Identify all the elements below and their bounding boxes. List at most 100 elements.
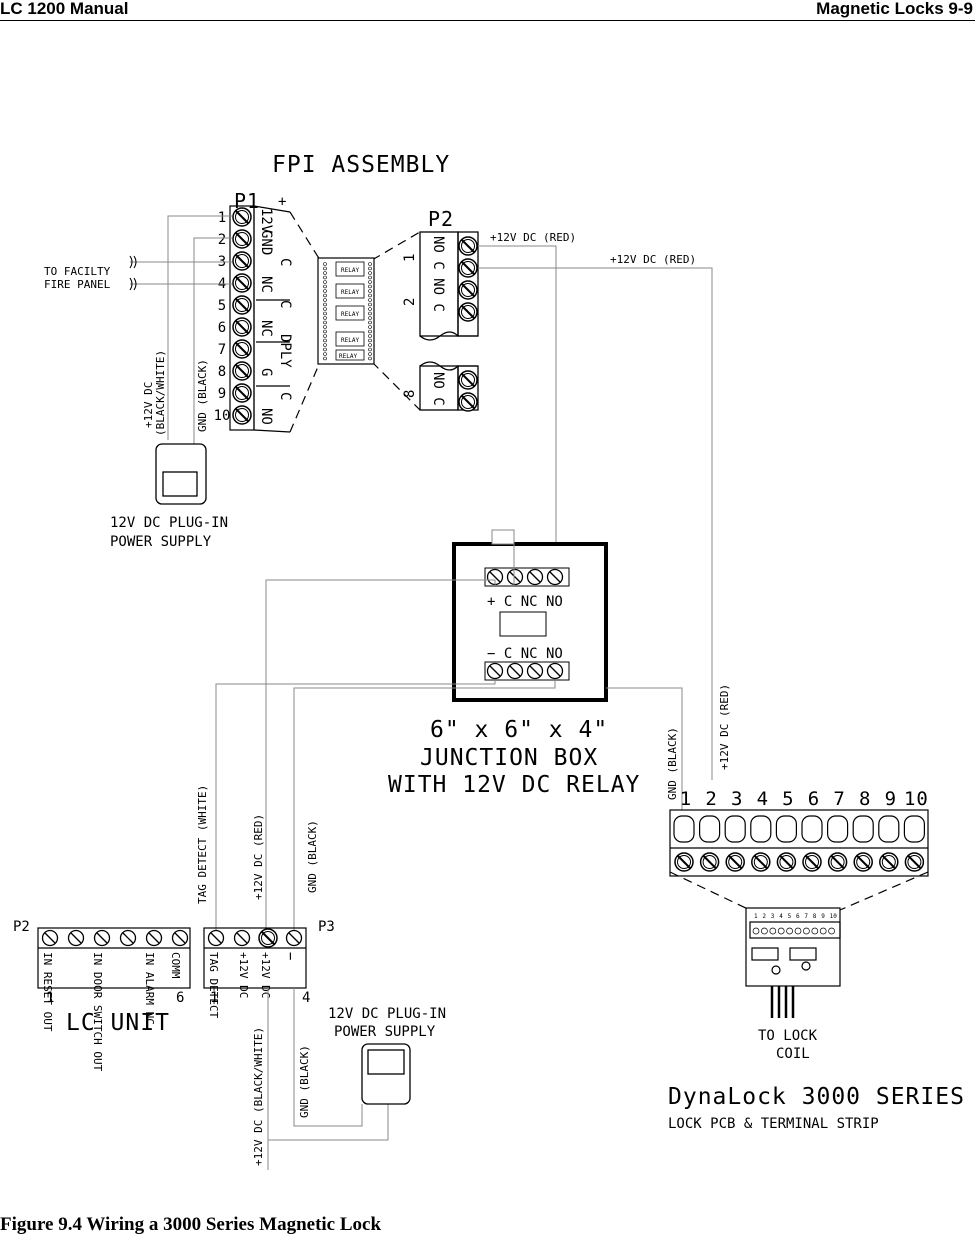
board-pin <box>368 262 372 266</box>
board-pin <box>323 307 327 311</box>
wire-red-2-label: +12V DC (RED) <box>610 253 696 266</box>
junction-screws <box>484 567 570 681</box>
lock-terminal-screw <box>699 852 720 872</box>
pcb-screw <box>794 927 802 935</box>
board-pin <box>368 343 372 347</box>
board-pin <box>368 338 372 343</box>
lc-power-supply <box>361 1043 411 1105</box>
board-pin <box>323 347 327 352</box>
board-pin <box>323 271 327 275</box>
fpi-red-wires <box>478 245 713 780</box>
board-pin <box>323 298 327 302</box>
junction-title-2: JUNCTION BOX <box>420 745 598 771</box>
board-pin <box>368 289 372 293</box>
lock-terminal-screw <box>853 852 874 872</box>
board-pin <box>323 262 327 266</box>
junction-bottom-labels: − C NC NO <box>487 646 563 662</box>
fpi-board: RELAY RELAY RELAY RELAY RELAY <box>317 257 375 365</box>
p2-bot-labels: NO C <box>430 372 446 406</box>
lc-psu-wires <box>267 988 389 1170</box>
board-pin <box>368 280 372 284</box>
pcb-screw <box>811 927 819 935</box>
lock-terminals <box>673 815 926 872</box>
p1-label-g: G <box>258 368 274 376</box>
board-pin <box>323 311 327 316</box>
board-pin <box>368 293 372 298</box>
p1-screw <box>232 339 252 359</box>
p1-screw <box>232 405 252 425</box>
lock-terminal-number: 7 <box>833 788 845 810</box>
board-pin <box>368 352 372 356</box>
p1-screw <box>232 295 252 315</box>
board-pin <box>323 293 327 298</box>
p1-label-c3: C <box>277 392 293 400</box>
lock-terminal-cap <box>801 815 823 843</box>
to-facility-label: TO FACILTY <box>44 265 111 278</box>
lc-p2-terminal-block <box>37 927 191 989</box>
fpi-wire-bw-label: +12V DC <box>142 382 155 428</box>
lc-p3-label-4: − <box>282 952 298 960</box>
lock-terminal-number: 4 <box>757 788 769 810</box>
lc-p3-label-3: +12V DC <box>259 952 272 998</box>
lock-wire-red-label: +12V DC (RED) <box>718 684 731 770</box>
pcb-screw <box>752 927 760 935</box>
fpi-wire-bw2-label: (BLACK/WHITE) <box>154 350 167 436</box>
lc-p3-num-4: 4 <box>302 990 310 1006</box>
board-pin <box>323 356 327 361</box>
board-pin <box>368 298 372 302</box>
board-pin <box>323 320 327 325</box>
board-pin <box>368 307 372 311</box>
lock-coil-wires <box>770 986 795 1018</box>
lc-p3-label-2: +12V DC <box>237 952 250 998</box>
pcb-screw <box>777 927 785 935</box>
lc-p3-label: P3 <box>318 919 335 935</box>
board-pin <box>368 325 372 329</box>
board-pin <box>368 320 372 325</box>
lock-terminal-cap <box>852 815 874 843</box>
lc-psu-label-2: POWER SUPPLY <box>334 1024 436 1040</box>
p1-label-dply: DPLY <box>277 334 293 368</box>
pcb-number: 10 <box>830 913 838 920</box>
p1-terminal-number: 10 <box>214 408 231 424</box>
pcb-number: 9 <box>821 913 825 920</box>
lock-terminal-cap <box>903 815 926 843</box>
pcb-screw <box>786 927 793 935</box>
board-pin <box>323 316 327 320</box>
dynalock-title-1: DynaLock 3000 SERIES <box>668 1084 965 1110</box>
lock-terminal-cap <box>673 815 695 843</box>
p1-label-nc1: NC <box>258 276 274 293</box>
lock-terminal-screw <box>827 852 848 872</box>
wire-red-1-label: +12V DC (RED) <box>490 231 576 244</box>
p1-terminal-number: 6 <box>218 320 226 336</box>
junction-wires <box>215 530 683 930</box>
p2-top-labels: NO C NO C <box>430 236 446 312</box>
fpi-title: FPI ASSEMBLY <box>272 152 450 178</box>
board-pin <box>368 334 372 338</box>
board-pin <box>323 284 327 289</box>
zoom-lines <box>289 211 929 911</box>
p1-terminal-number: 8 <box>218 364 226 380</box>
lock-terminal-cap <box>698 815 721 843</box>
p1-label-nc2: NC <box>258 320 274 337</box>
p1-terminal-number: 7 <box>218 342 226 358</box>
lock-terminal-screw <box>878 852 899 872</box>
pcb-number: 6 <box>796 913 800 920</box>
lock-terminal-number: 6 <box>808 788 820 810</box>
pcb-number: 7 <box>804 913 808 920</box>
section-title: Magnetic Locks 9-9 <box>816 0 973 18</box>
pcb-number: 3 <box>771 913 775 920</box>
p1-plus: + <box>278 194 286 210</box>
fpi-psu-label-2: POWER SUPPLY <box>110 534 212 550</box>
board-pin <box>323 280 327 284</box>
board-pin <box>323 338 327 343</box>
relay-label-5: RELAY <box>339 353 357 360</box>
lock-terminal-screw <box>802 852 822 872</box>
p1-screw <box>232 229 252 249</box>
lc-p2-label-3: IN ALARM NC <box>143 952 156 1025</box>
p1-screw <box>232 317 252 337</box>
lock-terminal-number: 2 <box>705 788 717 810</box>
junction-top-labels: + C NC NO <box>487 594 563 610</box>
lc-p2-label-2: IN DOOR SWITCH OUT <box>91 952 104 1072</box>
pcb-number: 8 <box>813 913 817 920</box>
